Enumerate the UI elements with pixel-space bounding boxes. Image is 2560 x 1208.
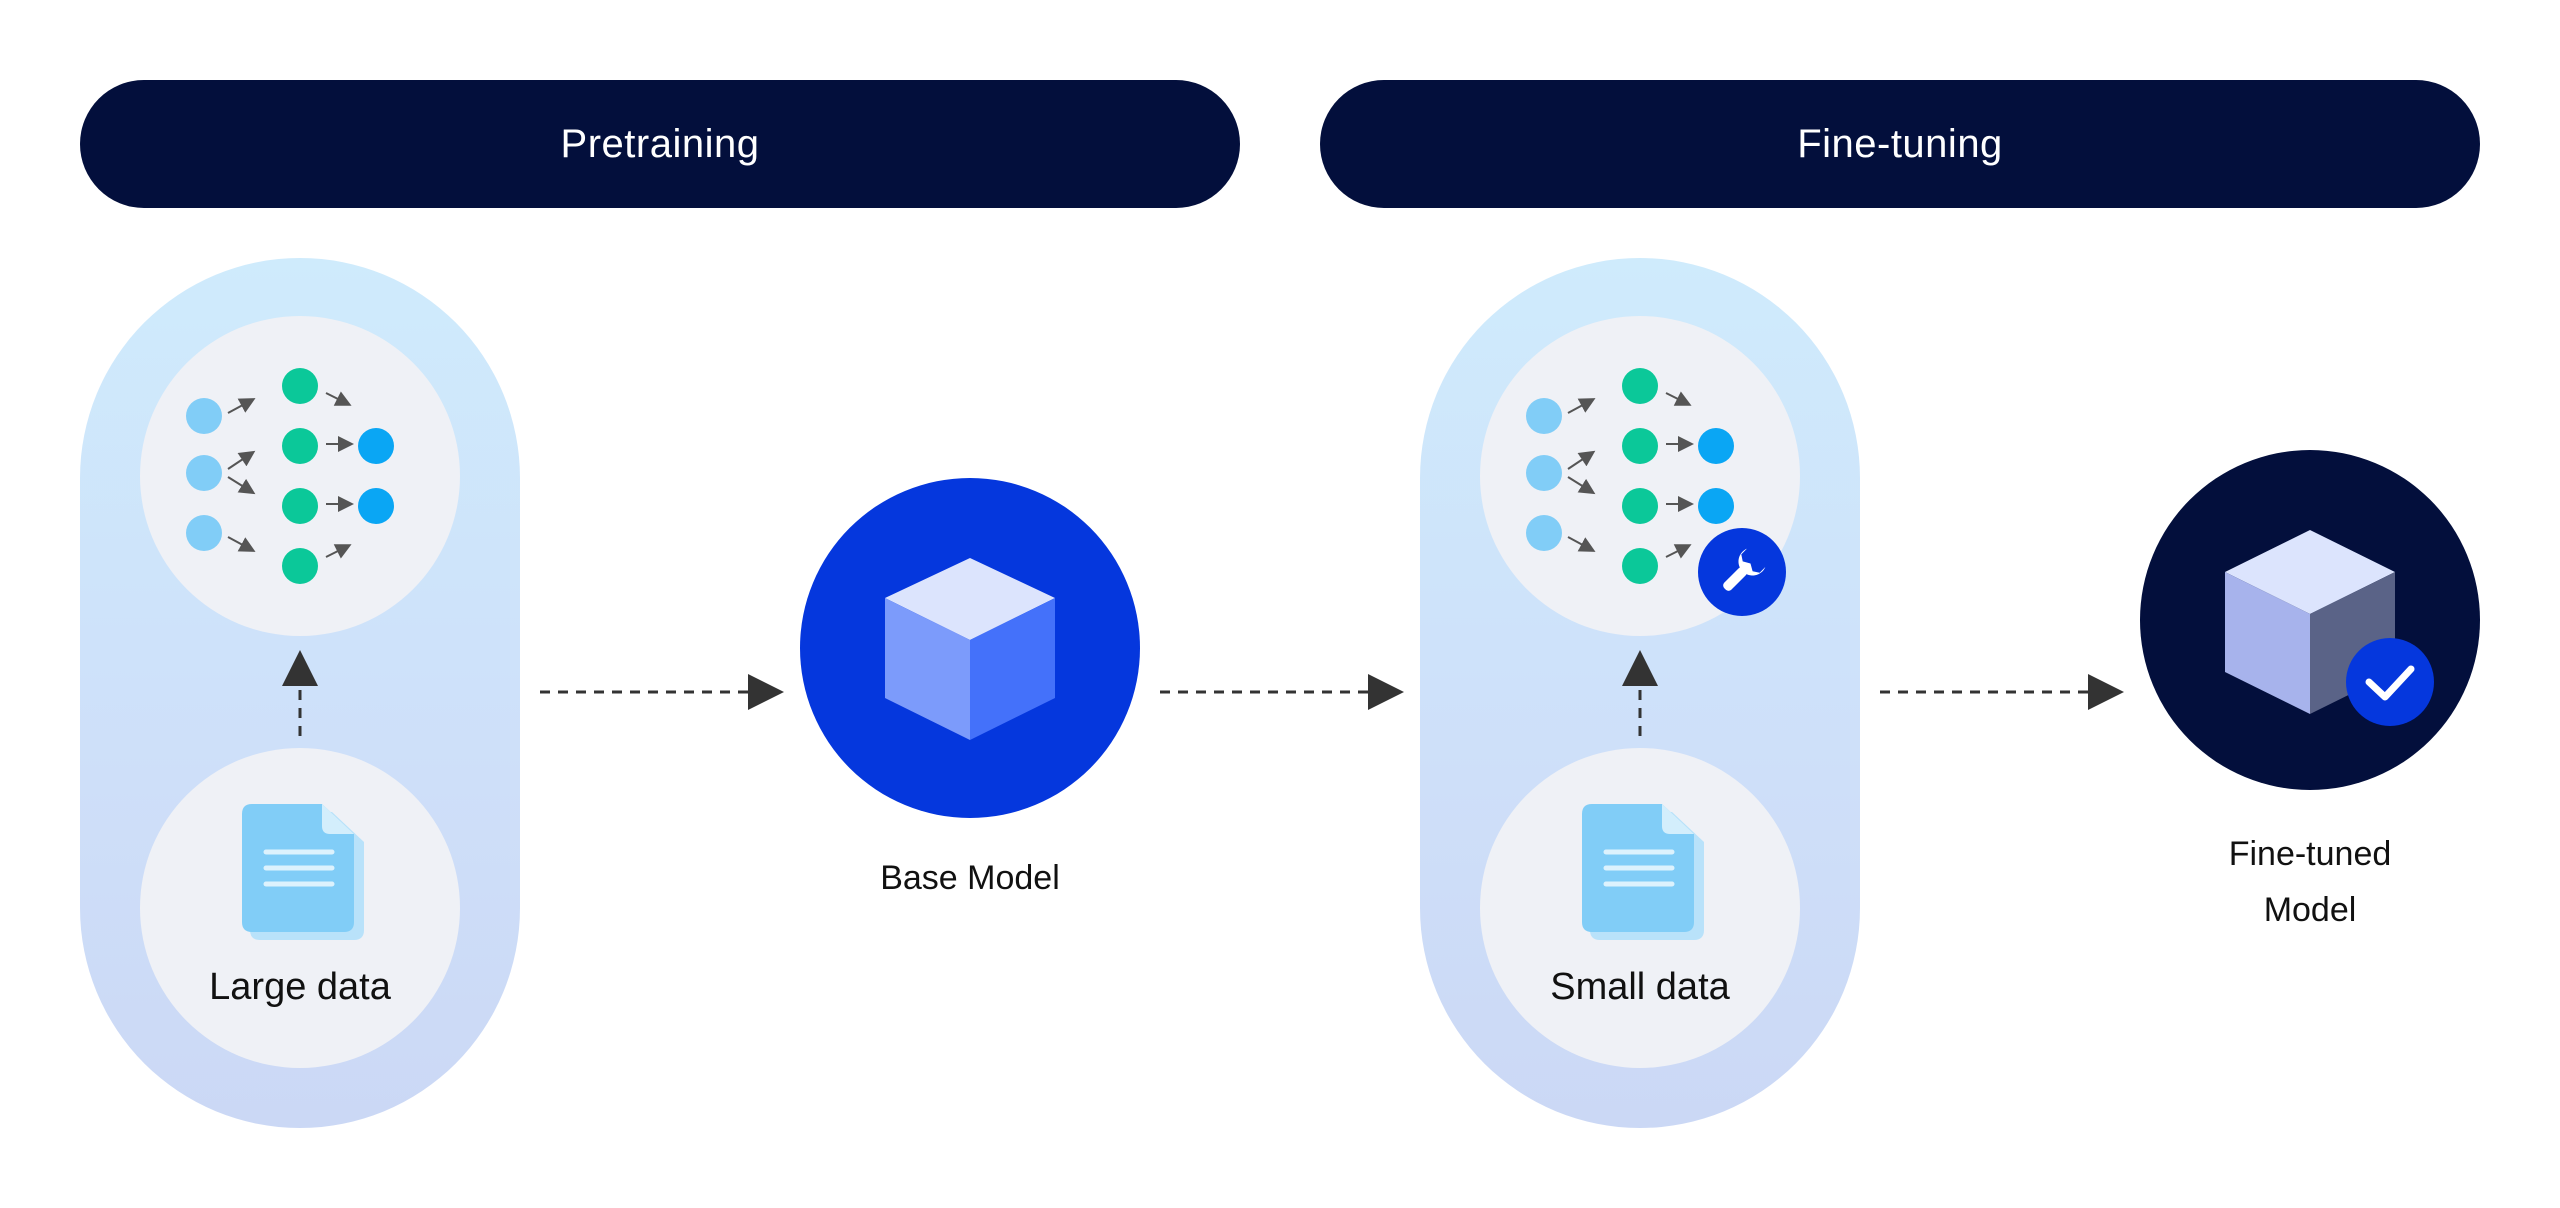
finetuned-model-label: Fine-tuned Model: [2140, 826, 2480, 938]
finetuned-model-circle: [2140, 450, 2480, 790]
pretraining-title: Pretraining: [560, 121, 760, 166]
document-icon: [242, 804, 364, 940]
neural-network-icon: [1526, 368, 1734, 584]
large-data-label: Large data: [209, 966, 391, 1008]
small-data-circle: Small data: [1480, 748, 1800, 1068]
small-data-label: Small data: [1550, 966, 1730, 1008]
finetuned-model-line2: Model: [2263, 891, 2357, 929]
network-circle: [140, 316, 460, 636]
document-icon: [1582, 804, 1704, 940]
cube-icon: [885, 558, 1055, 740]
pretraining-banner: Pretraining: [80, 80, 1240, 208]
neural-network-icon: [186, 368, 394, 584]
finetuning-title: Fine-tuning: [1797, 121, 2003, 166]
checkmark-icon: [2346, 638, 2434, 726]
cube-icon: [2225, 530, 2434, 726]
finetuned-model-line1: Fine-tuned: [2228, 835, 2392, 873]
wrench-icon: [1698, 528, 1786, 616]
base-model-label: Base Model: [880, 859, 1060, 897]
large-data-circle: Large data: [140, 748, 460, 1068]
finetuning-banner: Fine-tuning: [1320, 80, 2480, 208]
base-model-circle: [800, 478, 1140, 818]
